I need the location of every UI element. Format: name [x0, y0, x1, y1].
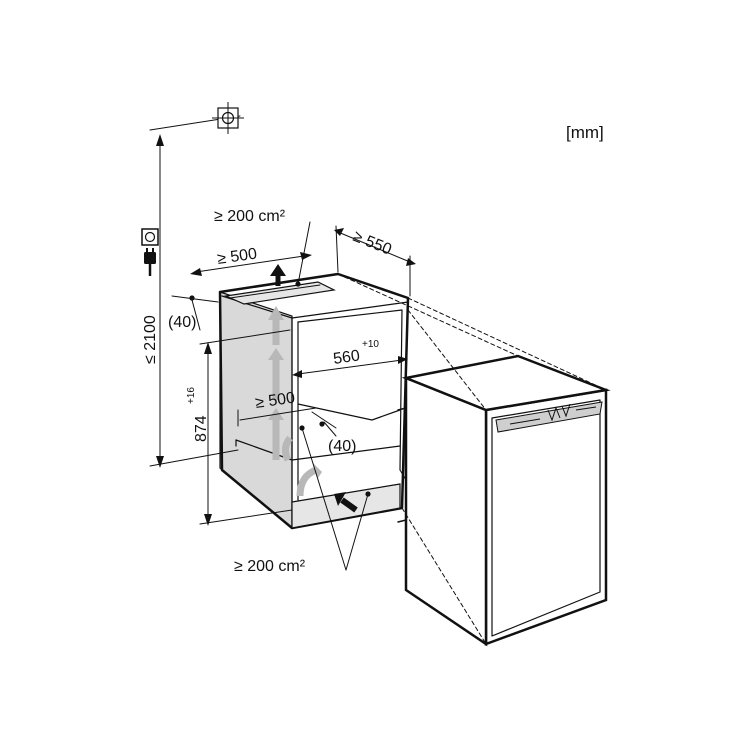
niche-floor-back — [235, 439, 401, 461]
dimension-lines — [149, 115, 411, 571]
middle-width-line — [239, 407, 317, 421]
top-width-line — [195, 255, 305, 273]
bottom-vent-area-label: ≥ 200 cm² — [234, 558, 306, 575]
fridge-side — [404, 376, 488, 647]
niche-cabinet — [218, 272, 410, 530]
middle-width-label: ≥ 500 — [254, 390, 296, 412]
inner-width-label: 560 — [332, 347, 361, 368]
height-874-bottom-ext — [199, 509, 293, 525]
top-exhaust-arrowhead — [270, 264, 286, 276]
niche-opening-top — [297, 309, 403, 471]
niche-height-label: 874 — [193, 415, 210, 442]
bottom-vent-leader-2 — [345, 493, 369, 571]
inner-width-tolerance: +10 — [362, 339, 379, 350]
fridge-control-panel — [495, 401, 603, 433]
height-2100-bottom-ext — [149, 449, 239, 467]
bottom-intake-arrow — [340, 497, 358, 513]
dimension-arrowheads — [156, 134, 416, 526]
fridge-control-marks — [509, 403, 597, 425]
electrical-socket-icon — [141, 228, 159, 246]
alignment-lines — [337, 273, 607, 645]
middle-offset-label: (40) — [328, 438, 356, 455]
niche-height-tolerance: +16 — [186, 387, 197, 404]
fridge-door-outline — [491, 399, 601, 637]
crosshair-marker-icon — [212, 102, 244, 134]
top-vent-area-label: ≥ 200 cm² — [214, 208, 286, 225]
fridge-hinge-edge — [397, 407, 407, 523]
top-offset-line — [171, 295, 219, 303]
airflow-arrow-bottom-curve — [296, 466, 318, 497]
niche-top-back-edge — [291, 301, 409, 319]
depth-line — [337, 231, 411, 263]
height-874-top-ext — [199, 329, 291, 345]
total-height-label: ≤ 2100 — [142, 315, 159, 364]
unit-label: [mm] — [566, 123, 604, 142]
inner-width-line — [297, 359, 403, 375]
bottom-intake-arrowhead — [334, 492, 346, 506]
top-vent-slot-line — [229, 284, 321, 299]
depth-label: ≥ 550 — [351, 228, 394, 259]
airflow-arrow-mid-curve — [281, 435, 293, 462]
top-offset-label: (40) — [168, 314, 196, 331]
top-vent-slot — [223, 281, 336, 305]
dimension-dots — [189, 281, 371, 497]
bottom-vent-leader-1 — [301, 427, 347, 571]
power-plug-icon — [144, 248, 156, 276]
top-width-label: ≥ 500 — [216, 246, 258, 268]
refrigerator — [397, 354, 611, 647]
middle-offset-line — [311, 411, 337, 429]
niche-shelf — [297, 403, 401, 421]
